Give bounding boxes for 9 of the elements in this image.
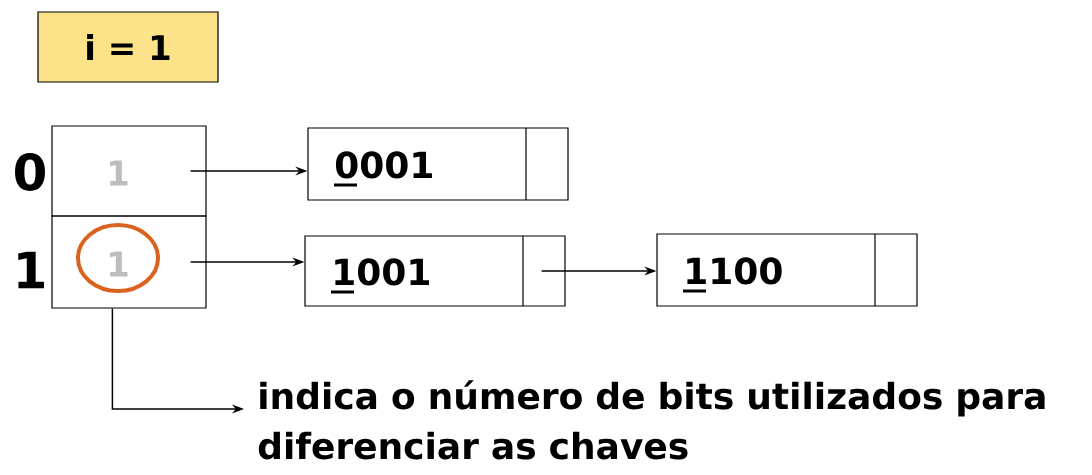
- bucket-box: 1100: [656, 233, 918, 307]
- row-index: 0: [15, 153, 45, 191]
- directory-cell: 1: [51, 125, 207, 217]
- row-index: 1: [18, 251, 44, 289]
- directory-cell: 1: [51, 215, 207, 309]
- label-box: i = 1: [37, 11, 219, 83]
- bucket-box: 1001: [304, 235, 566, 307]
- annotation-text: indica o número de bits utilizados para diferenciar as chaves: [258, 380, 1045, 460]
- bucket-box: 0001: [307, 127, 569, 201]
